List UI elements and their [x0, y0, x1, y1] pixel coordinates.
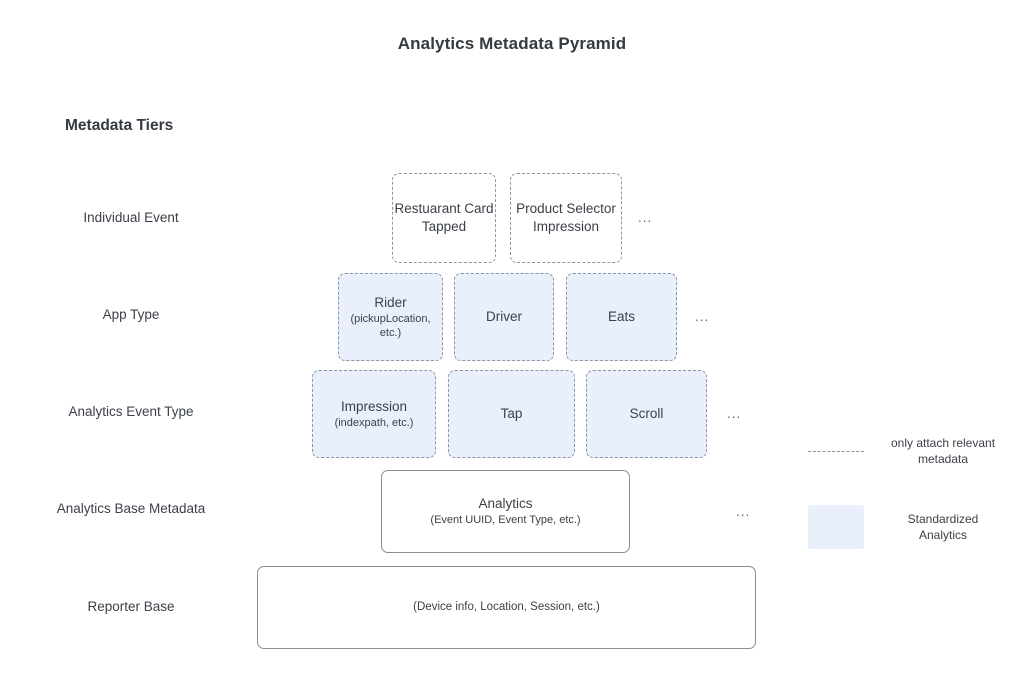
- tier-row-individual-event: Restuarant Card Tapped Product Selector …: [392, 173, 652, 263]
- tier-label-individual-event: Individual Event: [83, 210, 179, 225]
- row-ellipsis-app-type: ...: [695, 309, 710, 325]
- tier-box-driver[interactable]: Driver: [454, 273, 554, 361]
- tier-box-reporter-base[interactable]: (Device info, Location, Session, etc.): [257, 566, 756, 649]
- tier-box-title: Product Selector Impression: [516, 200, 616, 234]
- tier-box-title: Tap: [500, 405, 523, 421]
- legend-item-relevant-metadata: only attach relevant metadata: [808, 435, 1002, 467]
- tier-box-restuarant-card-tapped[interactable]: Restuarant Card Tapped: [392, 173, 496, 263]
- tier-box-eats[interactable]: Eats: [566, 273, 677, 361]
- section-title: Metadata Tiers: [65, 117, 174, 134]
- tier-row-app-type: Rider (pickupLocation, etc.) Driver Eats…: [338, 273, 709, 361]
- tier-box-rider[interactable]: Rider (pickupLocation, etc.): [338, 273, 443, 361]
- tier-row-reporter-base: (Device info, Location, Session, etc.): [257, 566, 756, 649]
- legend-label: only attach relevant metadata: [890, 436, 996, 467]
- tier-box-title: Eats: [607, 308, 635, 324]
- row-ellipsis-analytics-base-metadata: ...: [736, 503, 751, 519]
- dashed-line-icon: [808, 450, 864, 452]
- tier-label-analytics-base-metadata: Analytics Base Metadata: [56, 501, 206, 516]
- tier-box-product-selector-impression[interactable]: Product Selector Impression: [510, 173, 622, 263]
- tier-box-tap[interactable]: Tap: [448, 370, 575, 458]
- tier-box-title: Driver: [486, 308, 522, 324]
- tier-label-app-type: App Type: [102, 307, 160, 322]
- tier-box-title: Scroll: [629, 405, 664, 421]
- tier-box-analytics[interactable]: Analytics (Event UUID, Event Type, etc.): [381, 470, 630, 553]
- tier-row-analytics-base-metadata: Analytics (Event UUID, Event Type, etc.)…: [381, 470, 750, 553]
- tier-box-title: Analytics: [478, 496, 533, 512]
- legend-label: Standardized Analytics: [907, 511, 979, 542]
- row-ellipsis-individual-event: ...: [638, 210, 653, 226]
- tier-box-title: Rider: [374, 294, 407, 310]
- tier-box-impression[interactable]: Impression (indexpath, etc.): [312, 370, 436, 458]
- tier-row-analytics-event-type: Impression (indexpath, etc.) Tap Scroll …: [312, 370, 741, 458]
- tier-box-scroll[interactable]: Scroll: [586, 370, 707, 458]
- page-title: Analytics Metadata Pyramid: [397, 34, 627, 53]
- tier-label-analytics-event-type: Analytics Event Type: [68, 404, 194, 419]
- tier-box-title: Restuarant Card Tapped: [394, 200, 494, 234]
- blue-swatch-icon: [808, 505, 864, 549]
- tier-label-reporter-base: Reporter Base: [87, 599, 175, 614]
- tier-box-subtitle: (pickupLocation, etc.): [350, 312, 431, 340]
- row-ellipsis-analytics-event-type: ...: [727, 406, 742, 422]
- legend-item-standardized-analytics: Standardized Analytics: [808, 505, 1002, 549]
- tier-box-subtitle: (Event UUID, Event Type, etc.): [430, 514, 581, 527]
- tier-box-subtitle: (Device info, Location, Session, etc.): [413, 601, 600, 614]
- tier-box-subtitle: (indexpath, etc.): [334, 416, 414, 429]
- tier-box-title: Impression: [340, 398, 408, 414]
